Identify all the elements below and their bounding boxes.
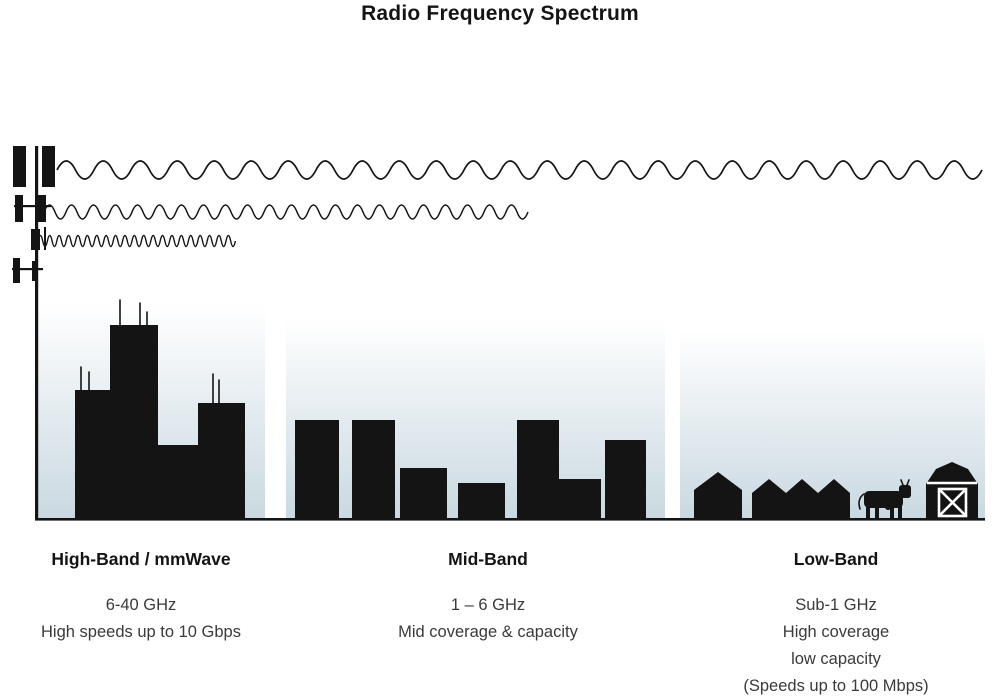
ground-line [35,518,985,521]
long-wavelength-wave-icon [56,160,983,180]
cow-icon [858,479,911,519]
band-label-low: Low-Band [793,549,879,569]
mid-band-town-skyline-icon [295,420,646,520]
band-freq-low: Sub-1 GHz [795,596,877,614]
barn-icon [926,462,978,520]
band-desc-mid: Mid coverage & capacity [398,623,578,641]
rooftop-antennas-icon [80,299,220,404]
short-wavelength-wave-icon [37,234,237,248]
medium-wavelength-wave-icon [43,204,529,220]
band-label-mid: Mid-Band [448,549,528,569]
band-desc-high: High speeds up to 10 Gbps [41,623,241,641]
band-info-mid: 1 – 6 GHz Mid coverage & capacity [318,592,658,646]
cell-tower-icon [12,146,55,520]
band-desc-low-1: High coverage [782,623,890,641]
band-label-high: High-Band / mmWave [51,549,231,569]
band-info-high: 6-40 GHz High speeds up to 10 Gbps [0,592,311,646]
band-freq-mid: 1 – 6 GHz [450,596,526,614]
diagram-title: Radio Frequency Spectrum [361,2,639,25]
band-freq-high: 6-40 GHz [105,596,177,614]
low-band-houses-icon [694,472,850,520]
band-desc-low-2: low capacity [791,650,881,668]
band-info-low: Sub-1 GHz High coverage low capacity (Sp… [666,592,1000,700]
band-desc-low-3: (Speeds up to 100 Mbps) [743,677,929,695]
high-band-city-skyline-icon [75,299,245,520]
